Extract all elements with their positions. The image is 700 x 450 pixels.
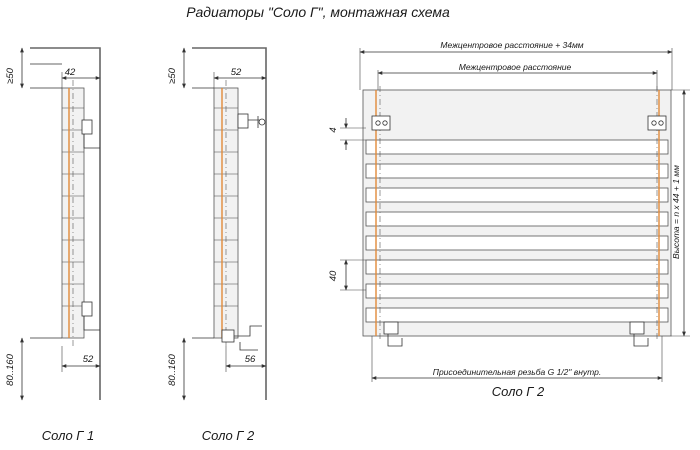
page-title: Радиаторы "Соло Г", монтажная схема	[186, 4, 450, 20]
top-clearance-label: ≥50	[5, 67, 16, 83]
bracket-depth-label: 56	[245, 354, 256, 365]
caption-side-1: Соло Г 1	[42, 428, 94, 443]
mounting-bracket-top-right	[647, 115, 667, 131]
bottom-clearance-label: 80..160	[167, 353, 178, 385]
radiator-tubes	[365, 139, 669, 323]
wall-bracket-top	[81, 119, 100, 149]
wall-bracket-bottom	[81, 301, 100, 331]
center-distance-label: Межцентровое расстояние	[459, 62, 572, 72]
wall-outline	[192, 47, 267, 400]
depth-label: 42	[65, 67, 76, 78]
caption-front: Соло Г 2	[492, 384, 545, 399]
wall-outline	[30, 47, 101, 400]
side-view-2: 52 ≥50 56 80..160 Соло Г 2	[167, 47, 267, 443]
bracket-depth-label: 52	[83, 354, 94, 365]
height-label: Высота = n x 44 + 1 мм	[671, 165, 681, 259]
dim-4-label: 4	[328, 127, 339, 132]
thread-note-label: Присоединительная резьба G 1/2" внутр.	[433, 367, 601, 377]
front-view: Межцентровое расстояние + 34мм Межцентро…	[328, 40, 690, 399]
side-view-1: 42 ≥50 52 80..160 Соло Г 1	[5, 47, 101, 443]
mounting-bracket-top-left	[371, 115, 391, 131]
top-clearance-label: ≥50	[167, 67, 178, 83]
outer-width-label: Межцентровое расстояние + 34мм	[440, 40, 583, 50]
bottom-clearance-label: 80..160	[5, 353, 16, 385]
connection-fitting-right	[629, 321, 649, 347]
connection-pipe-bottom	[221, 325, 262, 351]
depth-label: 52	[231, 67, 242, 78]
wall-bracket-top	[237, 113, 266, 129]
caption-side-2: Соло Г 2	[202, 428, 255, 443]
connection-fitting-left	[383, 321, 403, 347]
dim-40-label: 40	[328, 270, 339, 281]
